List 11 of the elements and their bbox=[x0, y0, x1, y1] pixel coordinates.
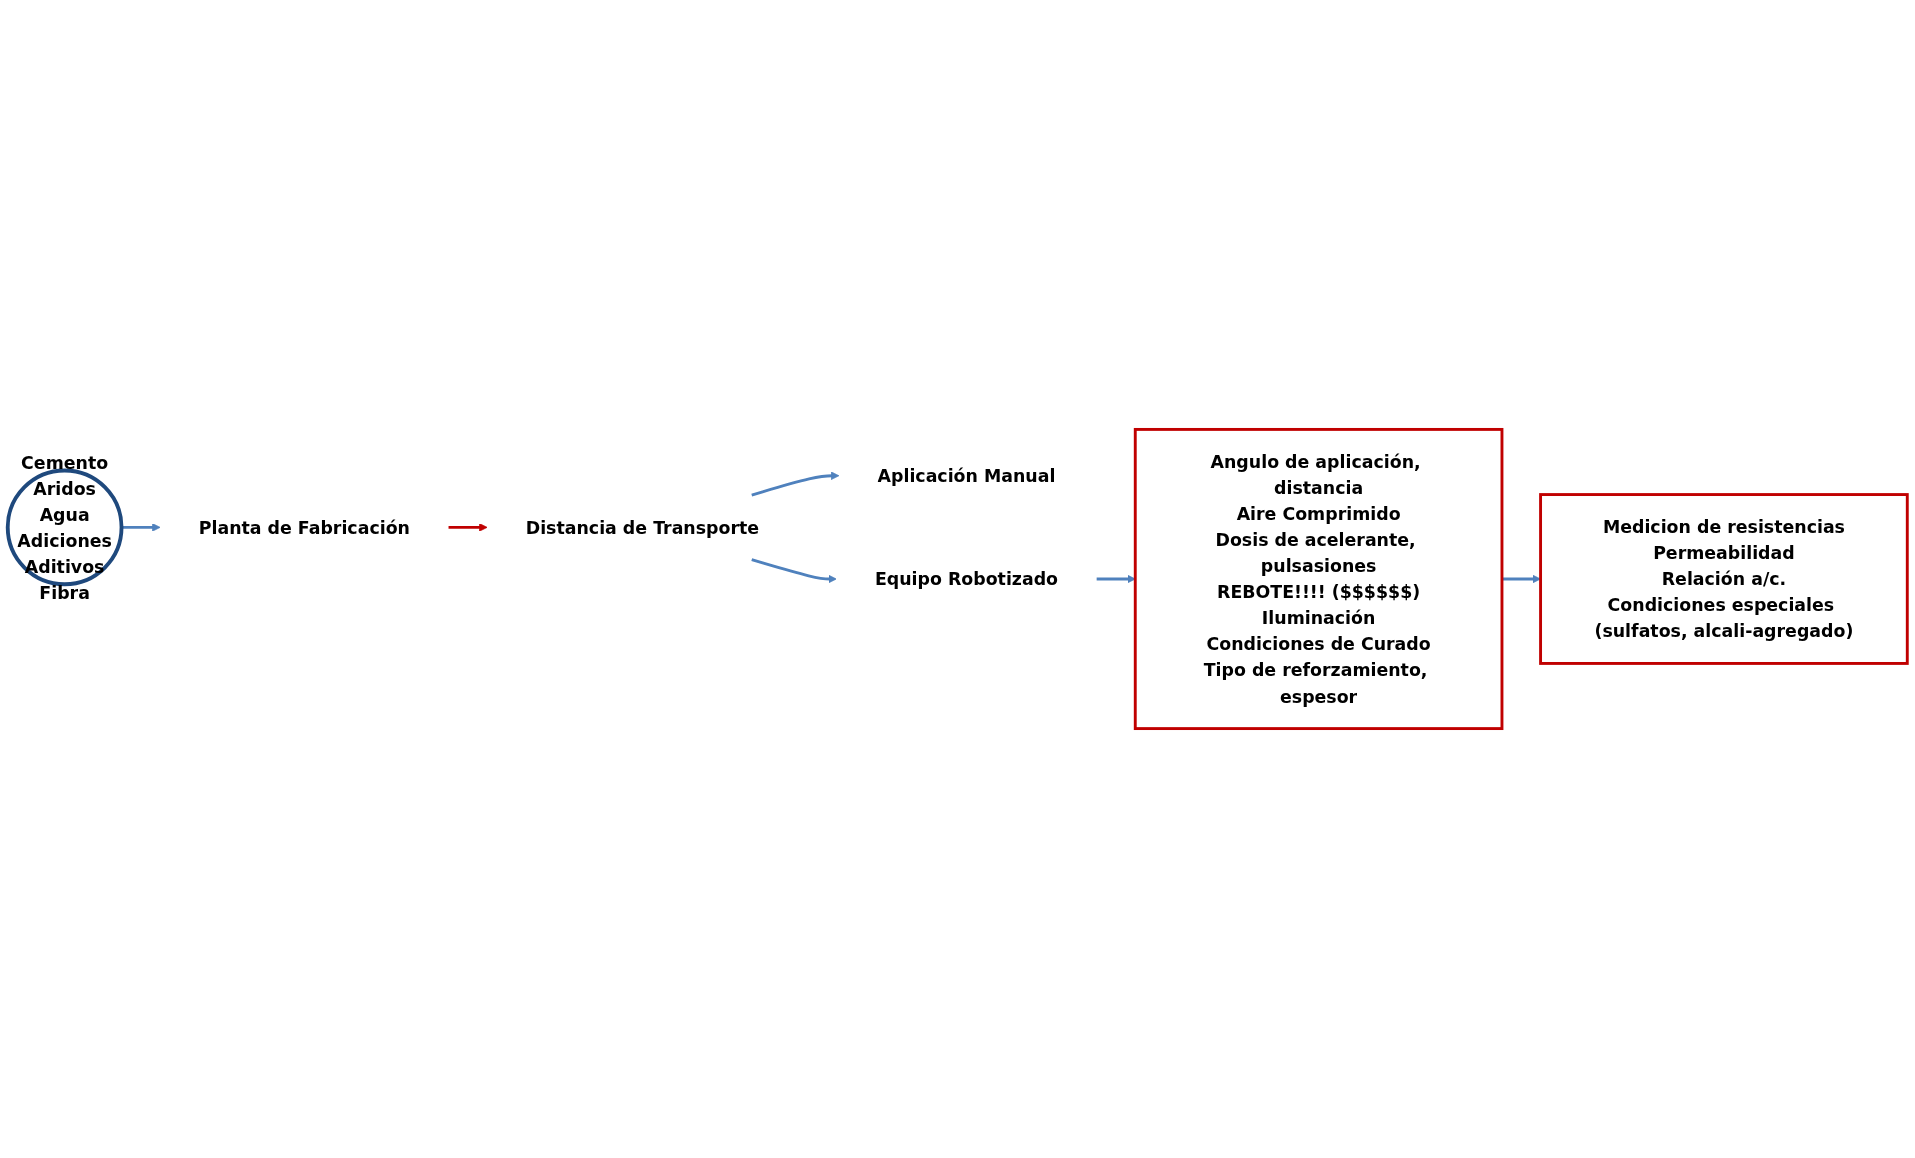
node-text: Aplicación Manual bbox=[877, 465, 1056, 486]
arrow bbox=[751, 471, 840, 497]
arrow bbox=[1501, 574, 1541, 584]
arrow bbox=[1096, 574, 1136, 584]
node-text: Planta de Fabricación bbox=[198, 517, 410, 538]
arrow bbox=[751, 558, 837, 584]
node-box: Angulo de aplicación, distancia Aire Comprimido Dosis de acelerante, pulsasiones REBOTE!!!! ($$$$$$) Iluminación Condiciones de Curado Tipo de reforzamiento, espesor bbox=[1133, 427, 1504, 731]
arrow bbox=[448, 523, 488, 532]
node-box: Medicion de resistencias Permeabilidad Relación a/c. Condiciones especiales (sulfatos, alcali-agregado) bbox=[1539, 493, 1909, 665]
node-text: Equipo Robotizado bbox=[874, 568, 1059, 590]
node-text: Distancia de Transporte bbox=[525, 517, 760, 538]
